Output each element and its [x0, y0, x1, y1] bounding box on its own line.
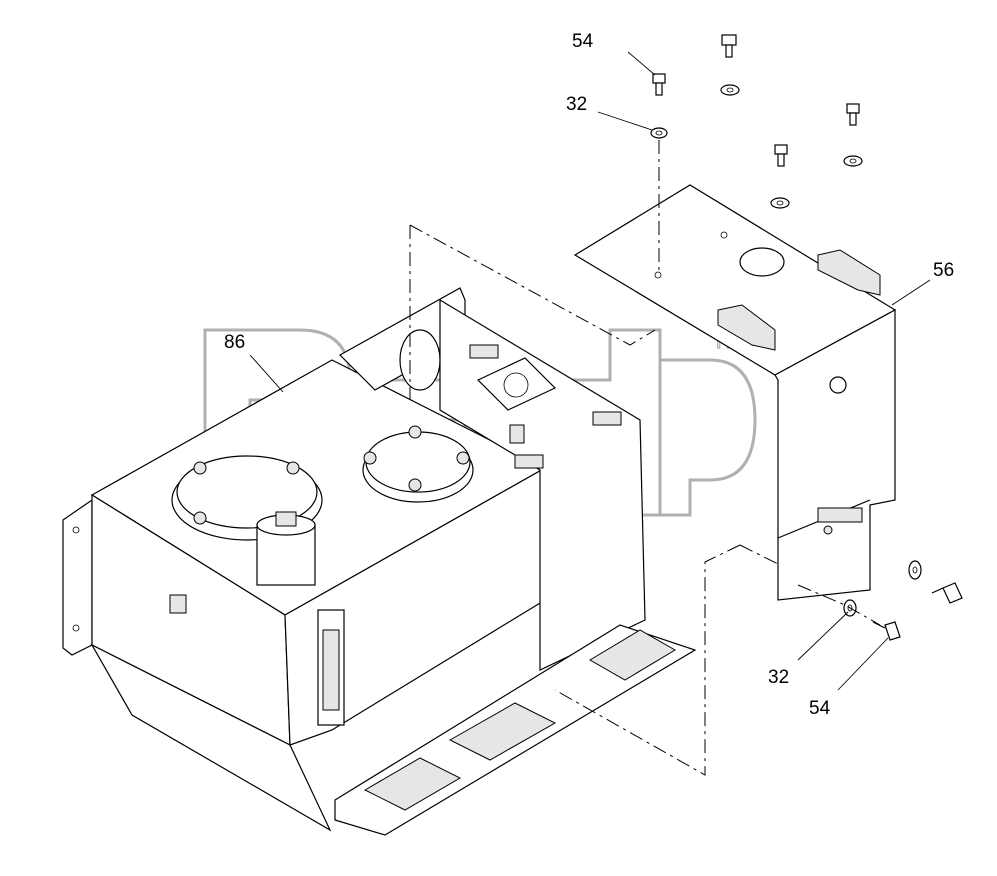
- assembly-centerlines: [409, 140, 881, 776]
- washer-icon: [908, 560, 922, 580]
- fasteners: [650, 34, 963, 641]
- washer-icon: [650, 127, 668, 139]
- callout-86: 86: [224, 332, 245, 353]
- washer-icon: [843, 155, 863, 167]
- callout-32-top: 32: [566, 94, 587, 115]
- bolt-icon: [774, 144, 788, 167]
- washer-icon: [720, 84, 740, 96]
- bolt-icon: [721, 34, 737, 58]
- bolt-icon: [931, 582, 963, 604]
- bolt-icon: [652, 73, 666, 96]
- leader-lines: [249, 51, 931, 691]
- bolt-icon: [846, 103, 860, 126]
- callout-54-top: 54: [572, 31, 594, 52]
- washer-icon: [770, 197, 790, 209]
- callout-labels: 54 32 56 86 32 54: [224, 31, 954, 719]
- callout-32-bottom: 32: [768, 667, 789, 688]
- bolt-icon: [872, 621, 901, 641]
- callout-56: 56: [933, 260, 954, 281]
- callout-54-bottom: 54: [809, 698, 831, 719]
- cover-panel-assembly: [573, 184, 897, 601]
- hydraulic-tank: [62, 287, 697, 836]
